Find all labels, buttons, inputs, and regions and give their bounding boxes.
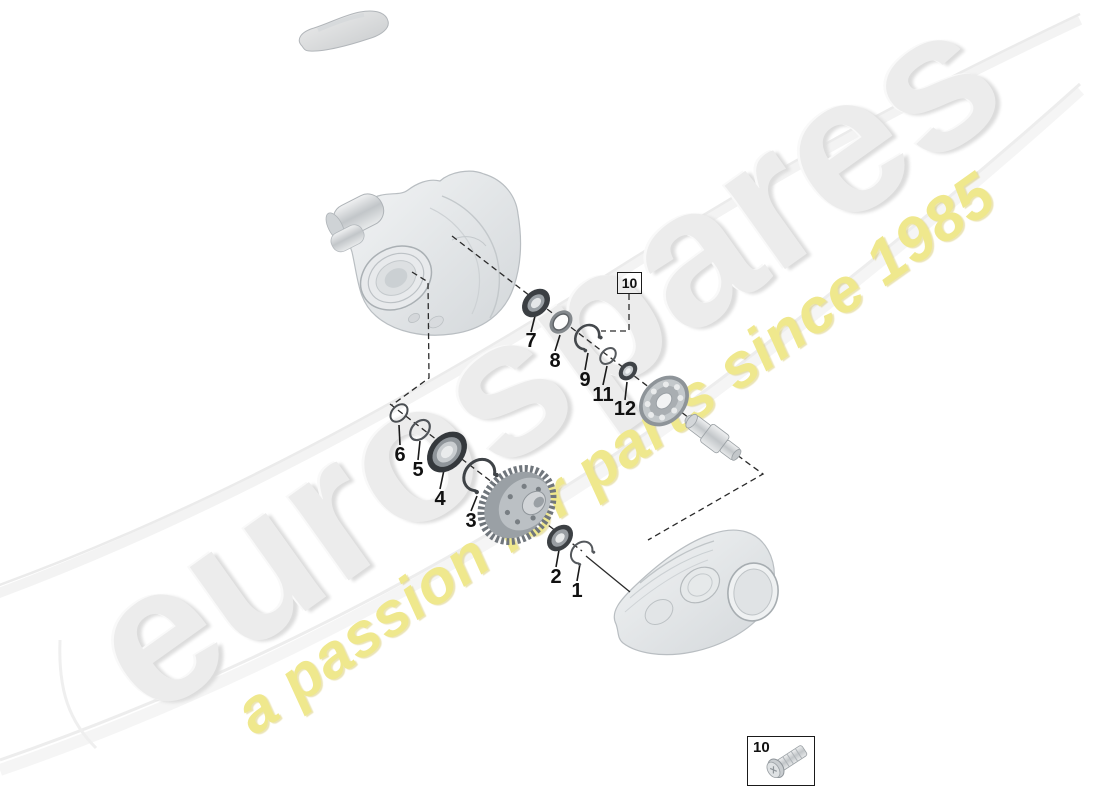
assembly-axis-lines xyxy=(389,235,765,552)
output-shaft xyxy=(685,413,742,461)
callout-6: 6 xyxy=(394,444,406,466)
callout-leader-lines xyxy=(398,315,628,582)
car-silhouette-icon xyxy=(298,10,389,52)
callout-8: 8 xyxy=(549,350,561,372)
part-7-bearing xyxy=(521,288,551,318)
callout-10-reference-box: 10 xyxy=(617,272,642,294)
part-5-ring xyxy=(409,418,431,442)
gearbox-housing-icon xyxy=(325,170,522,336)
part-2-bearing xyxy=(546,524,574,552)
callout-3: 3 xyxy=(465,510,477,532)
part-12-bearing xyxy=(618,361,638,381)
ball-bearing xyxy=(639,375,689,427)
callout-10-label: 10 xyxy=(621,275,638,291)
callout-2: 2 xyxy=(550,566,562,588)
axis-to-cover-line xyxy=(585,555,631,593)
screw-icon xyxy=(766,745,808,779)
part-3-snap-ring xyxy=(462,457,499,495)
part-9-snap-ring xyxy=(574,323,603,353)
fastener-legend-label: 10 xyxy=(753,739,770,756)
callout-12: 12 xyxy=(613,398,637,420)
callout-11: 11 xyxy=(592,384,614,406)
fastener-legend-box: 10 xyxy=(747,736,815,786)
callout-1: 1 xyxy=(571,580,583,602)
part-4-bearing xyxy=(426,431,468,473)
part-6-o-ring xyxy=(389,403,409,423)
callout-7: 7 xyxy=(525,330,537,352)
part-8-sealing-ring xyxy=(549,310,573,334)
callout-4: 4 xyxy=(434,488,446,510)
callout-5: 5 xyxy=(412,459,424,481)
gearbox-cover-icon xyxy=(613,529,779,656)
part-1-circlip xyxy=(569,540,596,566)
part-11-washer xyxy=(599,347,617,365)
callout-9: 9 xyxy=(579,369,591,391)
